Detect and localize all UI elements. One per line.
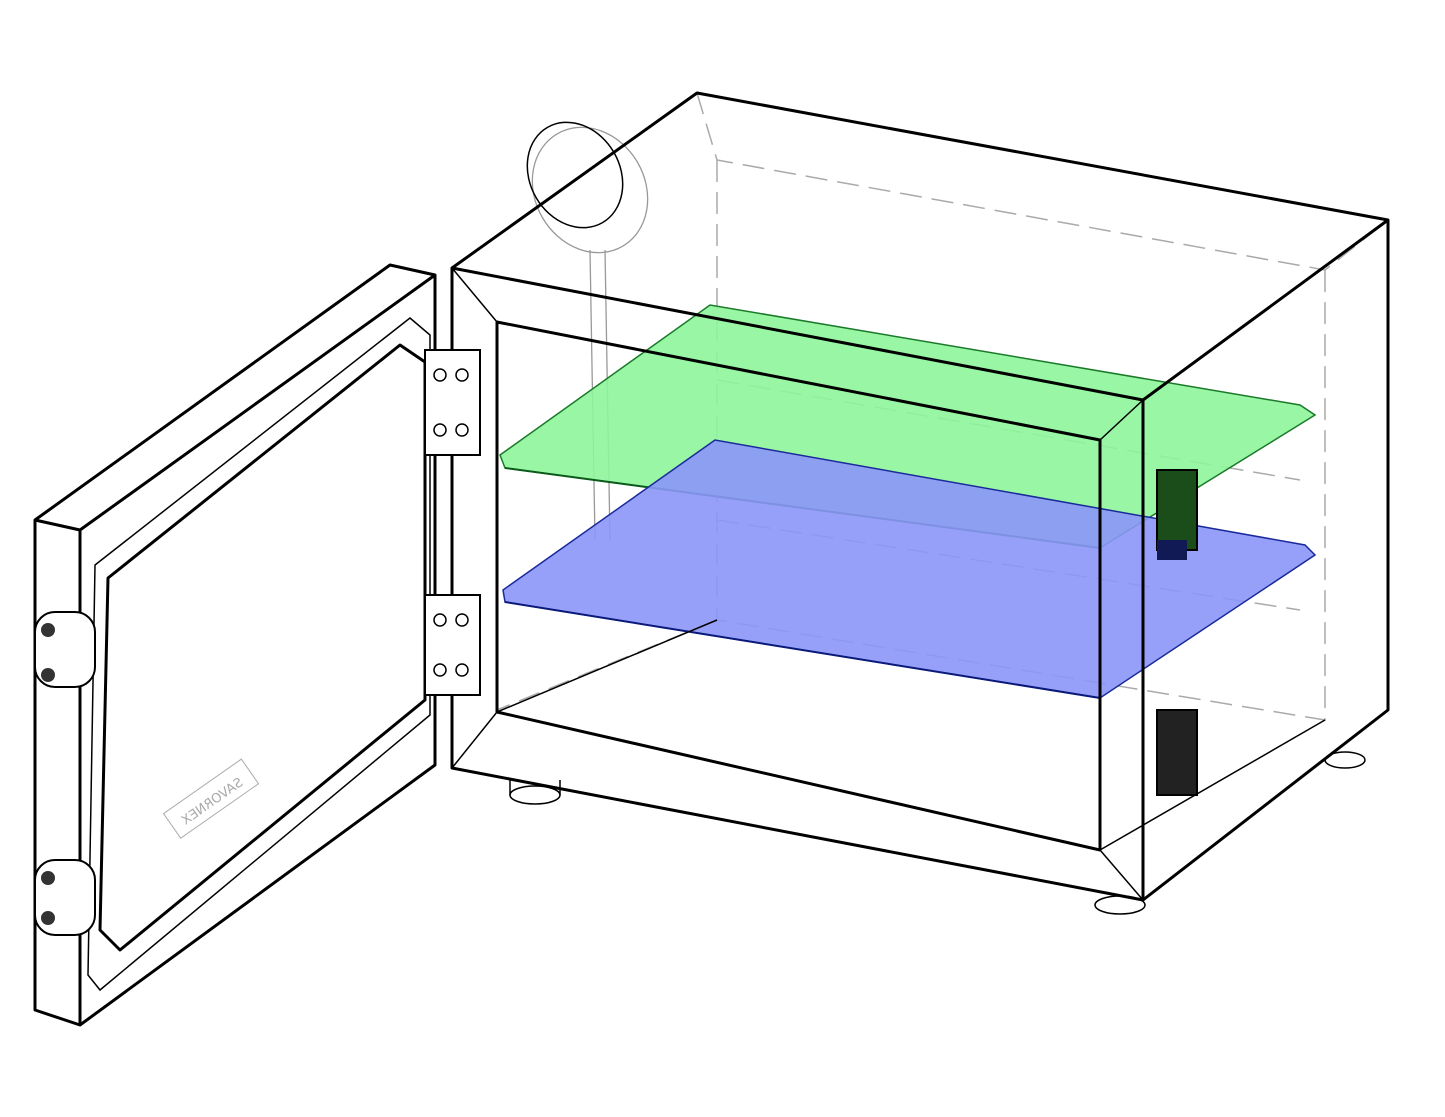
door-logo: SAVORNEX bbox=[162, 758, 260, 839]
chamber-box bbox=[450, 91, 1390, 902]
lower-shelf bbox=[502, 439, 1317, 699]
hinges bbox=[34, 349, 481, 936]
latches bbox=[1156, 469, 1198, 796]
door bbox=[33, 263, 437, 1027]
svg-text:SAVORNEX: SAVORNEX bbox=[179, 775, 246, 828]
feet bbox=[509, 751, 1366, 915]
